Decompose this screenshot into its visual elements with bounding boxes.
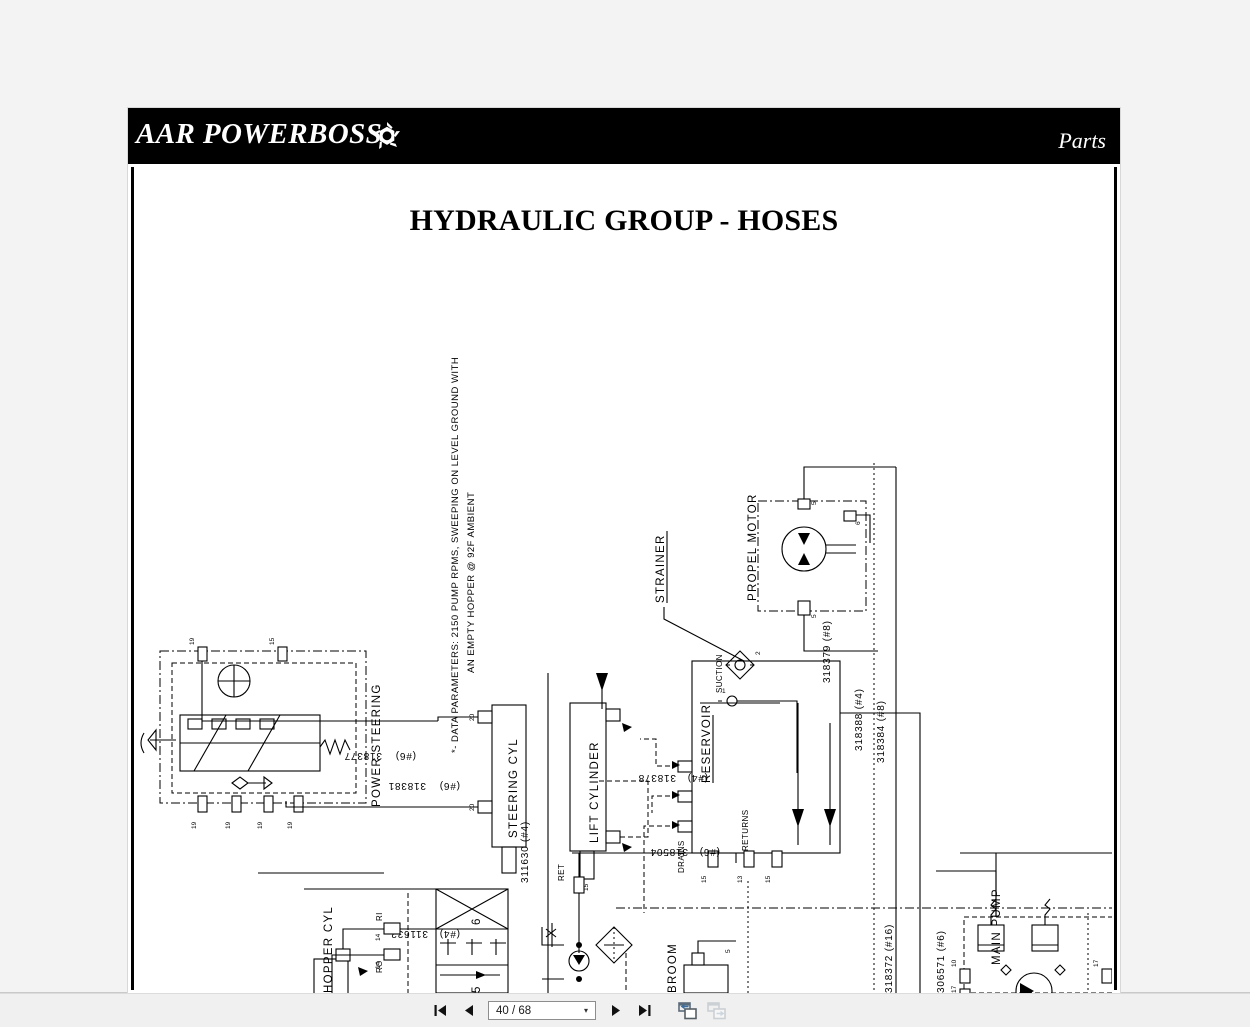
hose-size: (#6) [395,750,416,761]
port-number: 13 [737,875,744,883]
hose-label: 318504 [650,846,688,857]
port-number: 20 [469,713,476,721]
port-number: 14 [375,933,382,941]
hose-label: 318381 [388,780,426,791]
label-returns: RETURNS [741,810,750,851]
port-number: 2 [755,651,762,655]
hose-size: (#6) [699,846,720,857]
last-page-icon [637,1004,652,1017]
label-suction: SUCTION [715,654,724,693]
label-reservoir: RESERVOIR [701,704,713,783]
port-number: 20 [469,803,476,811]
port-number: 6 [855,521,862,525]
label-drains: DRAINS [677,840,686,873]
previous-page-button[interactable] [459,1000,479,1022]
port-number: 10 [951,959,958,967]
hose-label: 311632 [391,928,428,939]
hose-label: 318384 (#8) [876,700,887,763]
return-to-window-button[interactable] [707,1000,727,1022]
note-line-2: AN EMPTY HOPPER @ 92F AMBIENT [466,492,477,673]
label-main-pump: MAIN PUMP [991,888,1003,965]
page-title: HYDRAULIC GROUP - HOSES [409,204,839,237]
port-number: 15 [765,875,772,883]
port-number: 14 [375,961,382,969]
valve-spool-marker: 6 [471,917,483,925]
note-line-1: *- DATA PARAMETERS: 2150 PUMP RPMS, SWEE… [450,357,461,753]
hose-label: 318378 [638,772,676,783]
next-page-button[interactable] [605,1000,625,1022]
label-lift-cylinder: LIFT CYLINDER [589,741,601,843]
hose-size: (#4) [687,772,708,783]
page-header-banner: AAR POWERBOSS Parts [128,108,1120,164]
port-number: 15 [701,875,708,883]
previous-page-icon [464,1004,475,1017]
page-border-frame [131,167,1117,990]
label-propel-motor: PROPEL MOTOR [747,493,759,601]
chevron-down-icon[interactable]: ▾ [583,1005,588,1015]
first-page-button[interactable] [430,1000,450,1022]
hose-label: 311630 (#4) [520,821,531,883]
hydraulic-schematic-drawing: *- DATA PARAMETERS: 2150 PUMP RPMS, SWEE… [136,253,1112,993]
port-number: 19 [189,637,196,645]
hose-label: 318377 [344,750,382,761]
label-power-steering: POWER STEERING [371,683,383,807]
hose-label: 318379 (#8) [822,620,833,683]
port-number: 19 [257,821,264,829]
label-strainer: STRAINER [655,534,667,603]
powerboss-star-logo-icon [371,120,403,152]
label-port-ro: RO [375,960,384,973]
document-scroll-surface[interactable]: AAR POWERBOSS Parts [0,0,1250,993]
label-hopper-cyl: HOPPER CYL [323,906,335,993]
port-number: 19 [225,821,232,829]
port-number: 17 [1093,959,1100,967]
port-number: 1 [722,688,726,695]
label-ret: RET [557,864,566,881]
page-number-select[interactable]: 40 / 68 ▾ [488,1001,596,1020]
page-section-label: Parts [1058,128,1106,153]
next-page-icon [610,1004,621,1017]
port-number: 17 [951,985,958,993]
port-number: 15 [583,883,590,891]
label-steering-cyl: STEERING CYL [508,738,520,838]
port-number: 19 [287,821,294,829]
label-broom: BROOM [667,943,679,993]
viewer-toolbar: 40 / 68 ▾ [0,993,1250,1027]
hose-label: 318388 (#4) [854,688,865,751]
hose-label: 306571 (#6) [936,930,947,993]
page-number-value: 40 / 68 [496,1004,532,1017]
hose-size: (#6) [439,780,460,791]
hose-size: (#4) [439,928,460,939]
last-page-button[interactable] [634,1000,654,1022]
label-port-ri: RI [375,912,384,921]
port-number: 19 [191,821,198,829]
brand-title: AAR POWERBOSS [136,118,383,150]
port-number: 5 [811,501,818,505]
hose-label: 318372 (#16) [884,924,895,993]
valve-spool-marker: 5 [471,985,483,993]
port-number: 15 [269,637,276,645]
document-page: AAR POWERBOSS Parts [128,108,1120,993]
open-in-new-window-icon [678,1001,698,1020]
return-to-window-icon [707,1001,727,1020]
port-number: 5 [811,614,818,618]
port-number: 5 [725,949,732,953]
first-page-icon [433,1004,448,1017]
open-in-new-window-button[interactable] [678,1000,698,1022]
